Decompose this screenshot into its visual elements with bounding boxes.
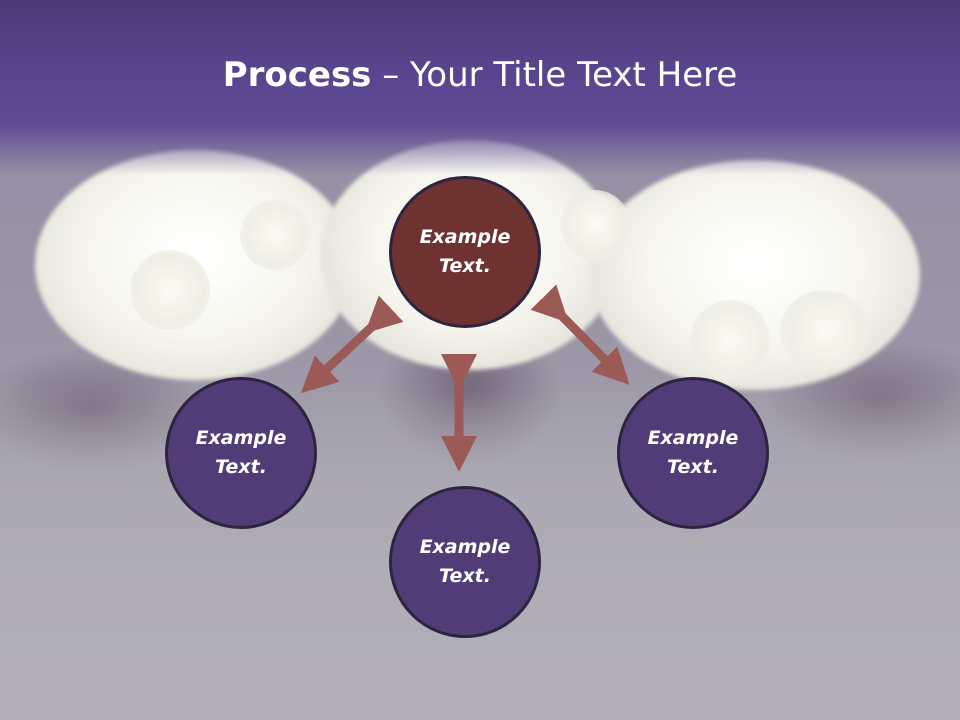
arrow-center-right <box>530 284 630 385</box>
arrow-center-left <box>300 295 404 394</box>
node-center-line2: Text. <box>439 255 491 277</box>
node-left-line2: Text. <box>215 456 267 478</box>
node-bottom: Example Text. <box>389 486 541 638</box>
title-rest: – Your Title Text Here <box>371 55 738 95</box>
node-left-line1: Example <box>195 427 287 449</box>
rose <box>560 190 630 260</box>
node-right-line1: Example <box>647 427 739 449</box>
node-bottom-line1: Example <box>419 536 511 558</box>
rose <box>780 290 870 370</box>
rose <box>240 200 310 270</box>
slide-title: Process – Your Title Text Here <box>0 52 960 98</box>
title-bold: Process <box>222 55 372 95</box>
node-center-line1: Example <box>419 226 511 248</box>
rose <box>690 300 770 380</box>
rose <box>130 250 210 330</box>
node-left: Example Text. <box>165 377 317 529</box>
node-right-line2: Text. <box>667 456 719 478</box>
node-right: Example Text. <box>617 377 769 529</box>
node-center: Example Text. <box>389 176 541 328</box>
node-bottom-line2: Text. <box>439 565 491 587</box>
title-band <box>0 0 960 175</box>
